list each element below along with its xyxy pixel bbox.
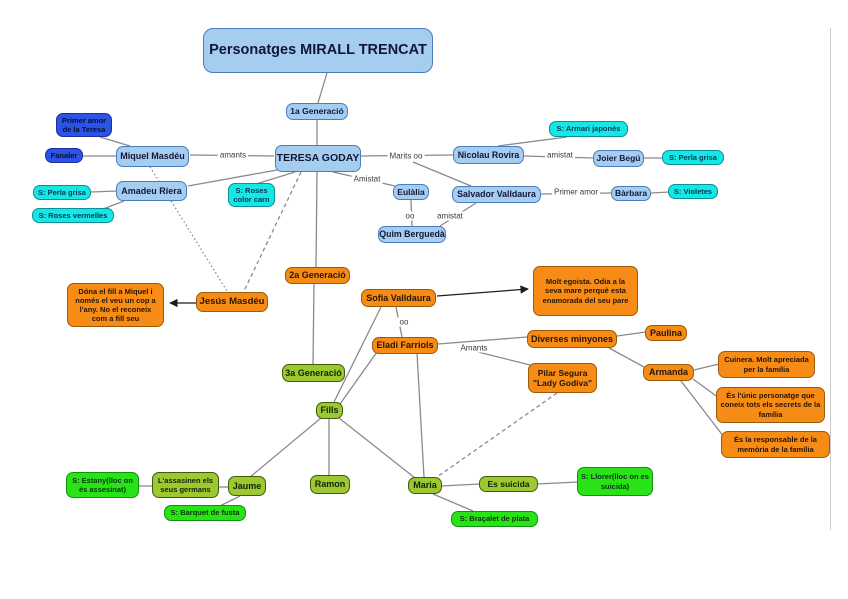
image-right-border xyxy=(830,28,831,530)
map-title: Personatges MIRALL TRENCAT xyxy=(203,28,433,73)
node-eulalia[interactable]: Eulàlia xyxy=(393,184,429,200)
node-maria[interactable]: Maria xyxy=(408,477,442,494)
node-jaume[interactable]: Jaume xyxy=(228,476,266,496)
dashed-edges xyxy=(149,166,558,478)
edge-label-primer-amor: Primer amor xyxy=(551,187,601,197)
node-bracalet-plata[interactable]: S: Braçalet de plata xyxy=(451,511,538,527)
node-3a-generacio[interactable]: 3a Generació xyxy=(282,364,345,382)
node-joier-begu[interactable]: Joier Begú xyxy=(593,150,644,167)
node-jesus-masdeu[interactable]: Jesús Masdéu xyxy=(196,292,268,312)
node-miquel-masdeu[interactable]: Miquel Masdéu xyxy=(116,146,189,167)
node-2a-generacio[interactable]: 2a Generació xyxy=(285,267,350,284)
node-quim-bergueda[interactable]: Quim Berguedà xyxy=(378,226,446,243)
node-es-suicida[interactable]: Es suicida xyxy=(479,476,538,492)
node-paulina[interactable]: Paulina xyxy=(645,325,687,341)
node-salvador-valldaura[interactable]: Salvador Valldaura xyxy=(452,186,541,203)
edge-label-oo-sofia: oo xyxy=(397,317,411,327)
node-roses-color-carn[interactable]: S: Roses color carn xyxy=(228,183,275,207)
node-armari-japones[interactable]: S: Armari japonès xyxy=(549,121,628,137)
note-armanda-secrets[interactable]: És l'únic personatge que coneix tots els… xyxy=(716,387,825,423)
node-amadeu-riera[interactable]: Amadeu Riera xyxy=(116,181,187,201)
node-1a-generacio[interactable]: 1a Generació xyxy=(286,103,348,120)
node-nicolau-rovira[interactable]: Nicolau Rovira xyxy=(453,146,524,164)
node-diverses-minyones[interactable]: Diverses minyones xyxy=(527,330,617,348)
edge-label-marits: Marits oo xyxy=(387,151,425,161)
node-violetes[interactable]: S: Violetes xyxy=(668,184,718,199)
edge-label-amistat-nicolau: amistat xyxy=(545,150,575,160)
note-jesus-masdeu[interactable]: Dóna el fill a Miquel i només el veu un … xyxy=(67,283,164,327)
node-barbara[interactable]: Bàrbara xyxy=(611,186,651,201)
edge-label-oo-eulalia: oo xyxy=(403,211,417,221)
node-barquet-fusta[interactable]: S: Barquet de fusta xyxy=(164,505,246,521)
node-estany[interactable]: S: Estany(lloc on és assesinat) xyxy=(66,472,139,498)
node-teresa-goday[interactable]: TERESA GODAY xyxy=(275,145,361,172)
node-perla-grisa-right[interactable]: S: Perla grisa xyxy=(662,150,724,165)
node-armanda[interactable]: Armanda xyxy=(643,364,694,381)
node-fills[interactable]: Fills xyxy=(316,402,343,419)
node-ramon[interactable]: Ramon xyxy=(310,475,350,494)
annotation-arrows xyxy=(169,285,529,308)
note-sofia-valldaura[interactable]: Molt egoista. Odia a la seva mare perquè… xyxy=(533,266,638,316)
node-primer-amor-teresa[interactable]: Primer amor de la Teresa xyxy=(56,113,112,137)
node-assassinen-germans[interactable]: L'assasinen els seus germans xyxy=(152,472,219,498)
node-pilar-segura[interactable]: Pilar Segura "Lady Godiva" xyxy=(528,363,597,393)
edge-label-amistat-quim: amistat xyxy=(435,211,465,221)
note-armanda-cuinera[interactable]: Cuinera. Molt apreciada per la família xyxy=(718,351,815,378)
edge-label-amants-eladi: Amants xyxy=(458,343,490,353)
node-perla-grisa-left[interactable]: S: Perla grisa xyxy=(33,185,91,200)
node-fanaler[interactable]: Fanaler xyxy=(45,148,83,163)
edge-label-amistat-teresa: Amistat xyxy=(351,174,383,184)
node-llorer[interactable]: S: Llorer(lloc on es suicida) xyxy=(577,467,653,496)
node-sofia-valldaura[interactable]: Sofia Valldaura xyxy=(361,289,436,307)
note-armanda-memoria[interactable]: És la responsable de la memòria de la fa… xyxy=(721,431,830,458)
edge-label-amants: amants xyxy=(217,150,249,160)
node-roses-vermelles[interactable]: S: Roses vermelles xyxy=(32,208,114,223)
node-eladi-farriols[interactable]: Eladi Farriols xyxy=(372,337,438,354)
